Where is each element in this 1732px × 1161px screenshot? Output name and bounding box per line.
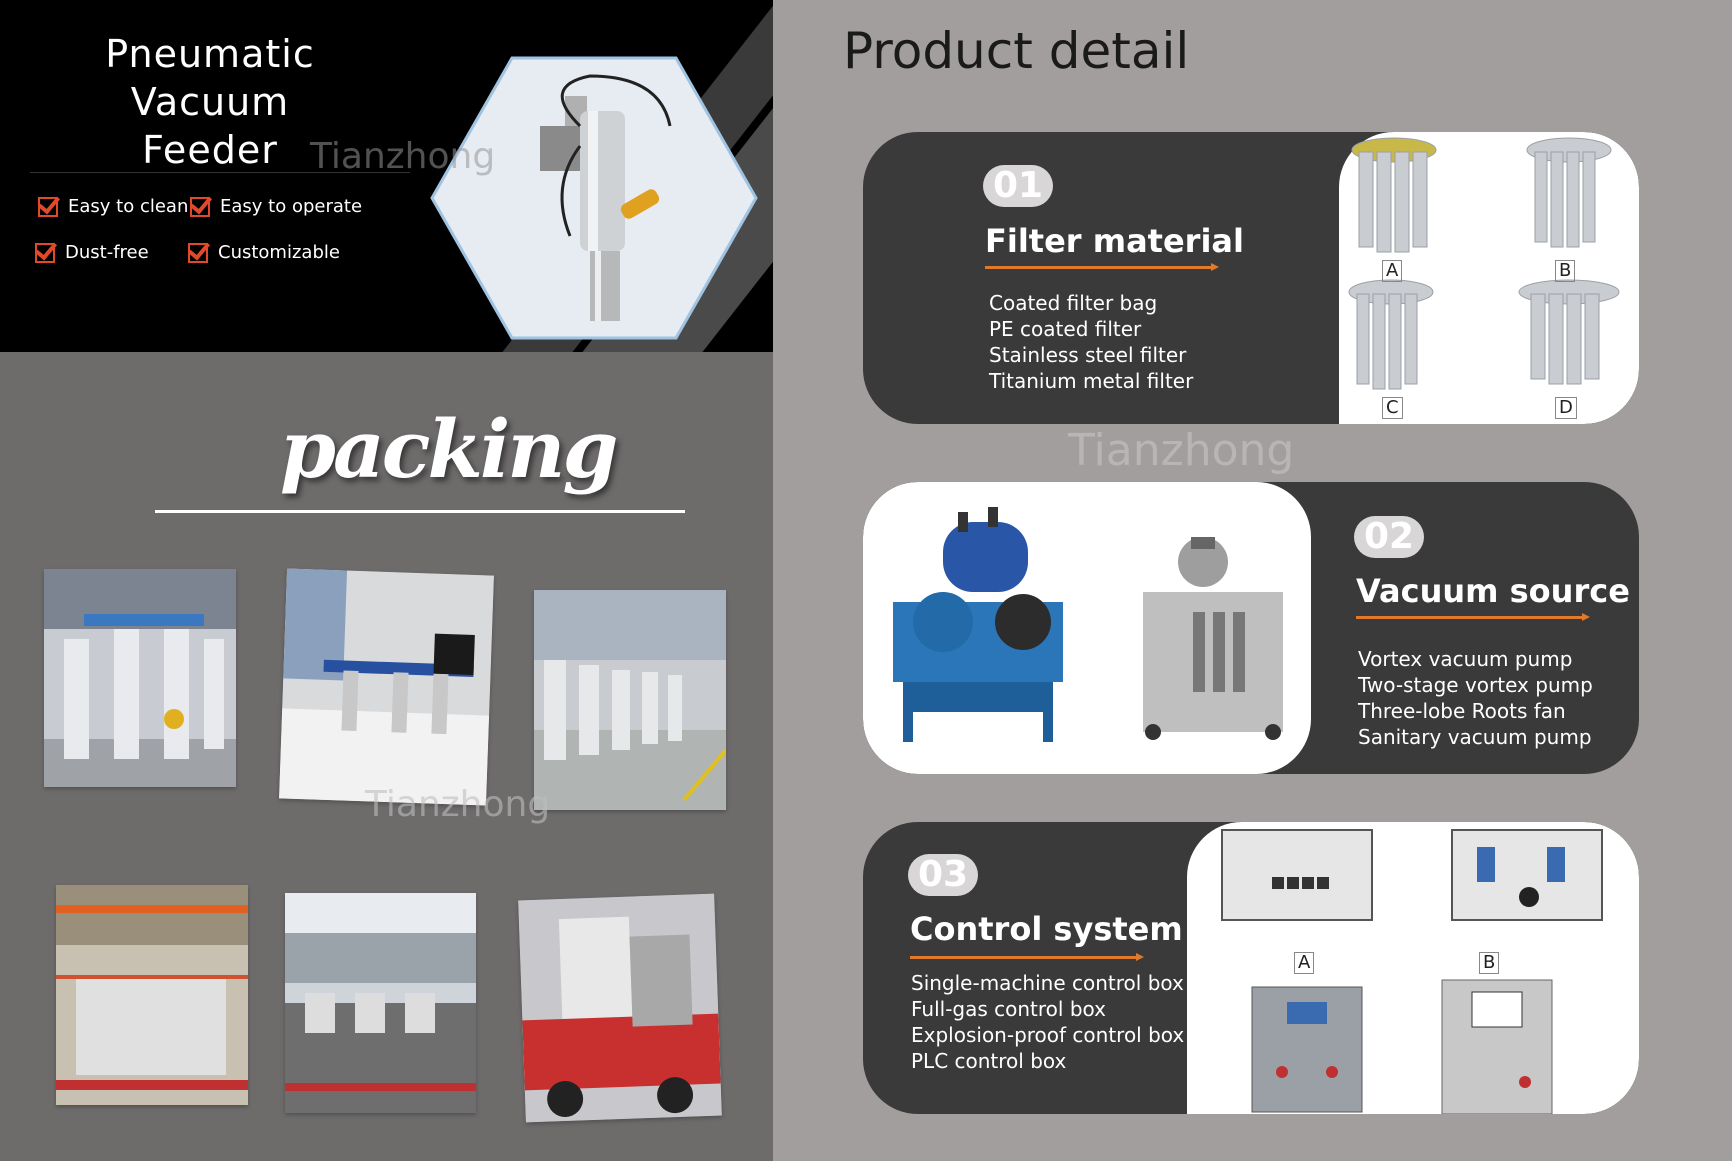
product-image (430, 56, 758, 340)
packing-photo (285, 893, 476, 1113)
checkbox-icon (188, 242, 208, 263)
feature-label: Easy to clean (68, 196, 189, 217)
option-label: B (1479, 952, 1500, 974)
hero-banner: Pneumatic Vacuum Feeder Easy to clean Ea… (0, 0, 773, 352)
packing-photo (56, 885, 248, 1105)
list-item: Three-lobe Roots fan (1358, 699, 1566, 723)
vacuum-images (863, 482, 1311, 774)
section-number: 03 (908, 854, 978, 896)
watermark: Tianzhong (365, 784, 551, 825)
list-item: Explosion-proof control box (911, 1023, 1185, 1047)
packing-photo (518, 893, 722, 1123)
title-underline (985, 263, 1219, 271)
list-item: Vortex vacuum pump (1358, 647, 1573, 671)
filter-images: A B C D (1339, 132, 1639, 424)
list-item: Titanium metal filter (989, 369, 1194, 393)
feature-label: Dust-free (65, 242, 149, 263)
title-underline (910, 953, 1144, 961)
list-item: Stainless steel filter (989, 343, 1187, 367)
divider (155, 510, 685, 513)
title-underline (1356, 613, 1590, 621)
title-line-2: Feeder (142, 128, 278, 172)
filter-material-card: A B C D 01 Filter material Coated filter… (863, 132, 1639, 424)
feature-item: Easy to clean (38, 196, 188, 217)
section-title: Vacuum source (1356, 572, 1630, 610)
product-detail-section: Product detail A B C D 01 Filte (773, 0, 1732, 1161)
section-title: Control system (910, 910, 1183, 948)
checkbox-icon (35, 242, 55, 263)
list-item: Sanitary vacuum pump (1358, 725, 1592, 749)
checkbox-icon (38, 196, 58, 217)
option-label: C (1382, 397, 1403, 419)
divider (30, 172, 410, 173)
packing-section: packing (0, 352, 773, 1161)
section-title: packing (280, 402, 618, 496)
watermark: Tianzhong (1068, 425, 1295, 476)
option-label: A (1294, 952, 1315, 974)
watermark: Tianzhong (310, 136, 496, 177)
product-title: Pneumatic Vacuum Feeder (20, 30, 400, 174)
feature-item: Dust-free (35, 242, 149, 263)
checkbox-icon (190, 196, 210, 217)
list-item: Coated filter bag (989, 291, 1158, 315)
vacuum-source-card: 02 Vacuum source Vortex vacuum pump Two-… (863, 482, 1639, 774)
list-item: Two-stage vortex pump (1358, 673, 1593, 697)
feature-item: Customizable (188, 242, 340, 263)
list-item: PLC control box (911, 1049, 1067, 1073)
list-item: Single-machine control box (911, 971, 1184, 995)
option-label: A (1382, 260, 1403, 282)
packing-photo (44, 569, 236, 787)
control-system-card: A B 03 Control system Single-machine con… (863, 822, 1639, 1114)
section-number: 02 (1354, 516, 1424, 558)
item-list: Vortex vacuum pump Two-stage vortex pump… (1358, 646, 1593, 750)
list-item: Full-gas control box (911, 997, 1106, 1021)
packing-photo (279, 568, 494, 806)
item-list: Single-machine control box Full-gas cont… (911, 970, 1184, 1074)
option-label: D (1555, 397, 1577, 419)
list-item: PE coated filter (989, 317, 1142, 341)
feature-label: Customizable (218, 242, 340, 263)
option-label: B (1555, 260, 1576, 282)
control-images: A B (1187, 822, 1639, 1114)
title-line-1: Pneumatic Vacuum (105, 32, 315, 124)
section-number: 01 (983, 165, 1053, 207)
section-title: Filter material (985, 222, 1244, 260)
item-list: Coated filter bag PE coated filter Stain… (989, 290, 1193, 394)
packing-photo (534, 590, 726, 810)
feature-label: Easy to operate (220, 196, 363, 217)
feature-item: Easy to operate (190, 196, 362, 217)
page-title: Product detail (843, 22, 1190, 80)
